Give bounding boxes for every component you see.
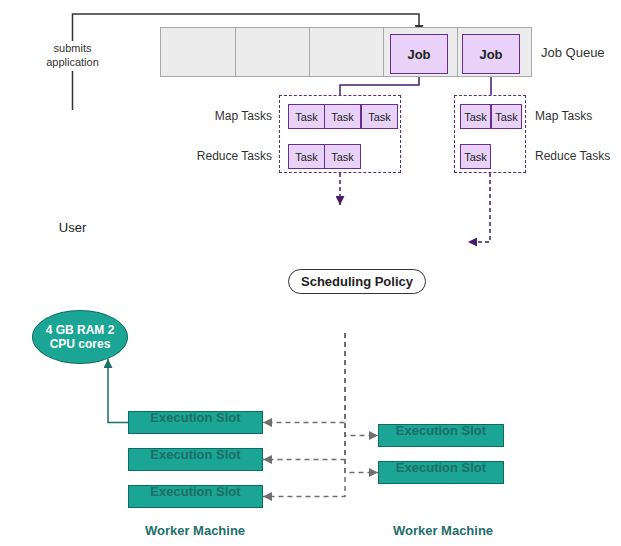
connector <box>345 333 378 436</box>
node-label: Execution Slot <box>150 410 240 425</box>
machine-front <box>119 396 272 546</box>
machine-front <box>371 386 516 546</box>
connector <box>490 74 492 95</box>
connector <box>263 333 345 423</box>
queue-cell-divider <box>309 28 310 76</box>
person-eye <box>76 144 79 147</box>
cloud-lobe-edge <box>419 260 483 327</box>
person-ear <box>50 138 58 150</box>
machine-side <box>516 369 533 546</box>
queue-cell-divider <box>457 28 458 76</box>
connector <box>468 173 490 242</box>
connector <box>345 333 378 473</box>
task-box: Task <box>324 104 361 129</box>
person-ear <box>86 138 94 150</box>
node-label: 4 GB RAM 2 CPU cores <box>41 323 119 352</box>
execution-slot: Execution Slot <box>128 448 263 471</box>
queue-cell-divider <box>235 28 236 76</box>
node-label: Task <box>464 151 487 163</box>
machine-top <box>119 377 291 396</box>
task-group: Map TasksReduce TasksTaskTaskTaskTaskTas… <box>279 95 401 173</box>
resource-ellipse: 4 GB RAM 2 CPU cores <box>32 310 128 364</box>
node-label: Scheduling Policy <box>288 269 426 294</box>
execution-slot: Execution Slot <box>378 424 504 447</box>
node-label: Job <box>407 47 430 62</box>
worker-machine: Worker MachineExecution SlotExecution Sl… <box>118 376 292 546</box>
node-label: Execution Slot <box>150 484 240 499</box>
task-box: Task <box>460 144 491 169</box>
node-label: Task <box>368 111 391 123</box>
user-figure: User <box>30 110 115 235</box>
brain-fold <box>322 243 329 265</box>
queue-cell-divider <box>383 28 384 76</box>
connector <box>263 333 345 497</box>
execution-slot: Execution Slot <box>128 411 263 434</box>
task-kind-label: Map Tasks <box>535 108 592 124</box>
cloud-lobe <box>356 205 428 277</box>
brain-fold <box>352 225 402 236</box>
cloud-lobe-edge <box>355 204 430 279</box>
person-eye <box>64 144 67 147</box>
brain-fold <box>402 303 437 315</box>
node-label: User <box>30 220 115 235</box>
node-label: Task <box>295 151 318 163</box>
cloud-lobe <box>420 261 482 325</box>
node-label: Task <box>295 111 318 123</box>
node-label: Worker Machine <box>118 523 272 538</box>
execution-slot: Execution Slot <box>128 485 263 508</box>
machine-top <box>371 369 533 386</box>
task-box: Task <box>324 144 361 169</box>
job-box: Job <box>390 34 448 74</box>
task-box: Task <box>288 104 325 129</box>
node-label: Task <box>331 151 354 163</box>
cloud-outline <box>234 204 483 336</box>
job-box: Job <box>462 34 520 74</box>
task-box: Task <box>288 144 325 169</box>
machine-shape <box>370 368 534 546</box>
job-queue: Job QueueJobJob <box>160 27 532 77</box>
person-icon <box>30 110 115 235</box>
task-kind-label: Reduce Tasks <box>535 148 610 164</box>
node-label: Worker Machine <box>370 523 516 538</box>
person-head <box>55 122 89 166</box>
person-hair <box>54 119 90 142</box>
machine-side <box>272 377 291 546</box>
node-label: Job <box>479 47 502 62</box>
node-label: Execution Slot <box>396 423 486 438</box>
task-kind-label: Map Tasks <box>215 108 272 124</box>
connector <box>340 74 419 95</box>
task-kind-label: Reduce Tasks <box>197 148 272 164</box>
edge-label: submits application <box>40 41 106 71</box>
node-label: Execution Slot <box>150 447 240 462</box>
node-label: Execution Slot <box>396 460 486 475</box>
connector <box>339 173 341 205</box>
worker-machine: Worker MachineExecution SlotExecution Sl… <box>370 368 534 546</box>
queue-label: Job Queue <box>541 45 605 61</box>
task-box: Task <box>361 104 398 129</box>
node-label: Task <box>464 111 487 123</box>
brain-fold <box>292 307 337 318</box>
node-label: Task <box>331 111 354 123</box>
task-box: Task <box>491 104 522 129</box>
execution-slot: Execution Slot <box>378 461 504 484</box>
scheduler-cloud: Scheduling Policy <box>232 203 482 335</box>
cloud-fill <box>235 205 482 335</box>
task-group: Map TasksReduce TasksTaskTaskTask <box>454 95 526 173</box>
person-neck <box>65 168 79 179</box>
connector <box>263 333 345 460</box>
task-box: Task <box>460 104 491 129</box>
connector <box>108 359 128 423</box>
node-label: Task <box>495 111 518 123</box>
person-shirt <box>43 173 101 210</box>
